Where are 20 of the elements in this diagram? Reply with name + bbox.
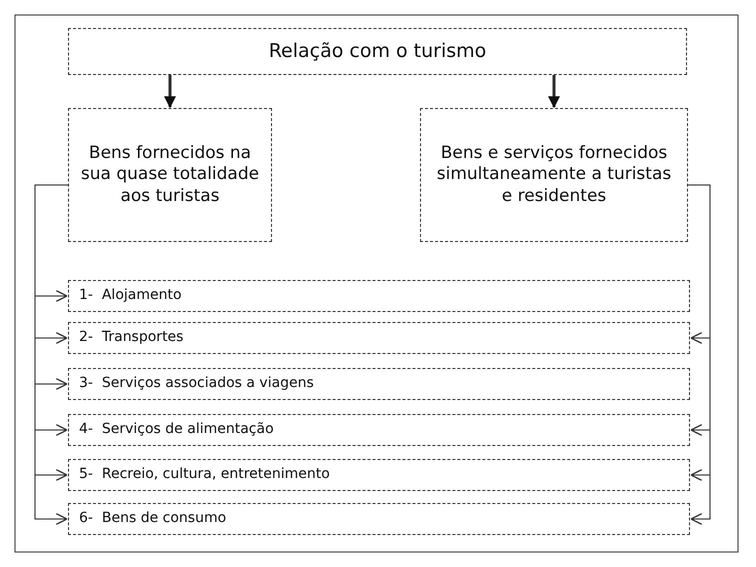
- list-item-box: [68, 414, 690, 446]
- item-text: 6- Bens de consumo: [79, 510, 226, 528]
- list-item-box: [68, 322, 690, 354]
- box-text: Bens fornecidos na sua quase totalidade aos turistas: [80, 143, 260, 207]
- list-item-box: [68, 368, 690, 400]
- list-item-box: [68, 503, 690, 535]
- arrow: [548, 75, 560, 108]
- arrow: [164, 75, 176, 108]
- item-text: 4- Serviços de alimentação: [79, 421, 274, 439]
- item-text: 2- Transportes: [79, 329, 184, 347]
- category-box: [68, 108, 272, 242]
- list-item-box: [68, 459, 690, 491]
- box-text: Bens e serviços fornecidos simultaneamente a turistas e residentes: [436, 143, 672, 207]
- item-text: 3- Serviços associados a viagens: [79, 375, 314, 393]
- category-box: [68, 28, 687, 75]
- category-box: [420, 108, 688, 242]
- item-text: 5- Recreio, cultura, entretenimento: [79, 466, 330, 484]
- list-item-box: [68, 280, 690, 312]
- item-text: 1- Alojamento: [79, 287, 182, 305]
- box-text: Relação com o turismo: [268, 40, 486, 64]
